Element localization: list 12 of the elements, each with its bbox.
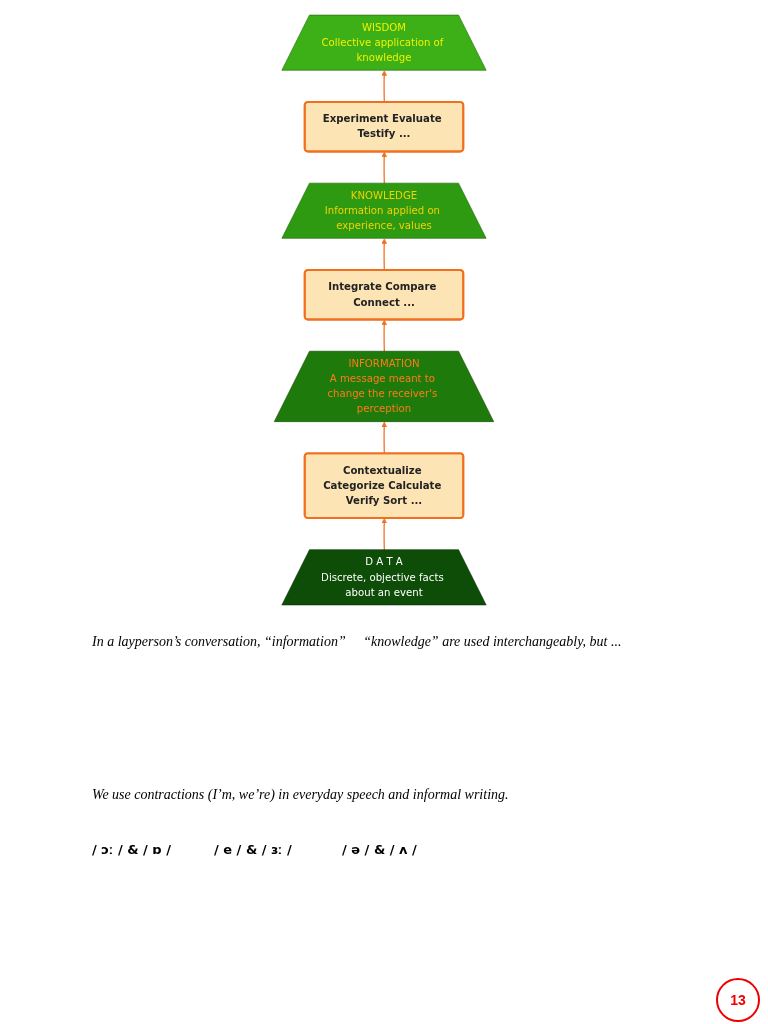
arrow	[381, 70, 387, 103]
arrow	[381, 421, 387, 455]
page-number: 13	[716, 978, 760, 1022]
arrow	[381, 238, 387, 271]
arrow	[381, 151, 387, 185]
phonetic-pair: / ɔː / & / ɒ /	[92, 842, 171, 857]
phonetic-pair: / ə / & / ʌ /	[342, 842, 417, 857]
sentence: In a layperson’s conversation, “information” “knowledge” are used interchangeably, but ...	[92, 634, 622, 650]
arrow	[381, 518, 387, 551]
arrow	[381, 319, 387, 353]
sentence: We use contractions (I’m, we’re) in everyday speech and informal writing.	[92, 787, 509, 803]
phonetic-pair: / e / & / ɜː /	[214, 842, 292, 857]
